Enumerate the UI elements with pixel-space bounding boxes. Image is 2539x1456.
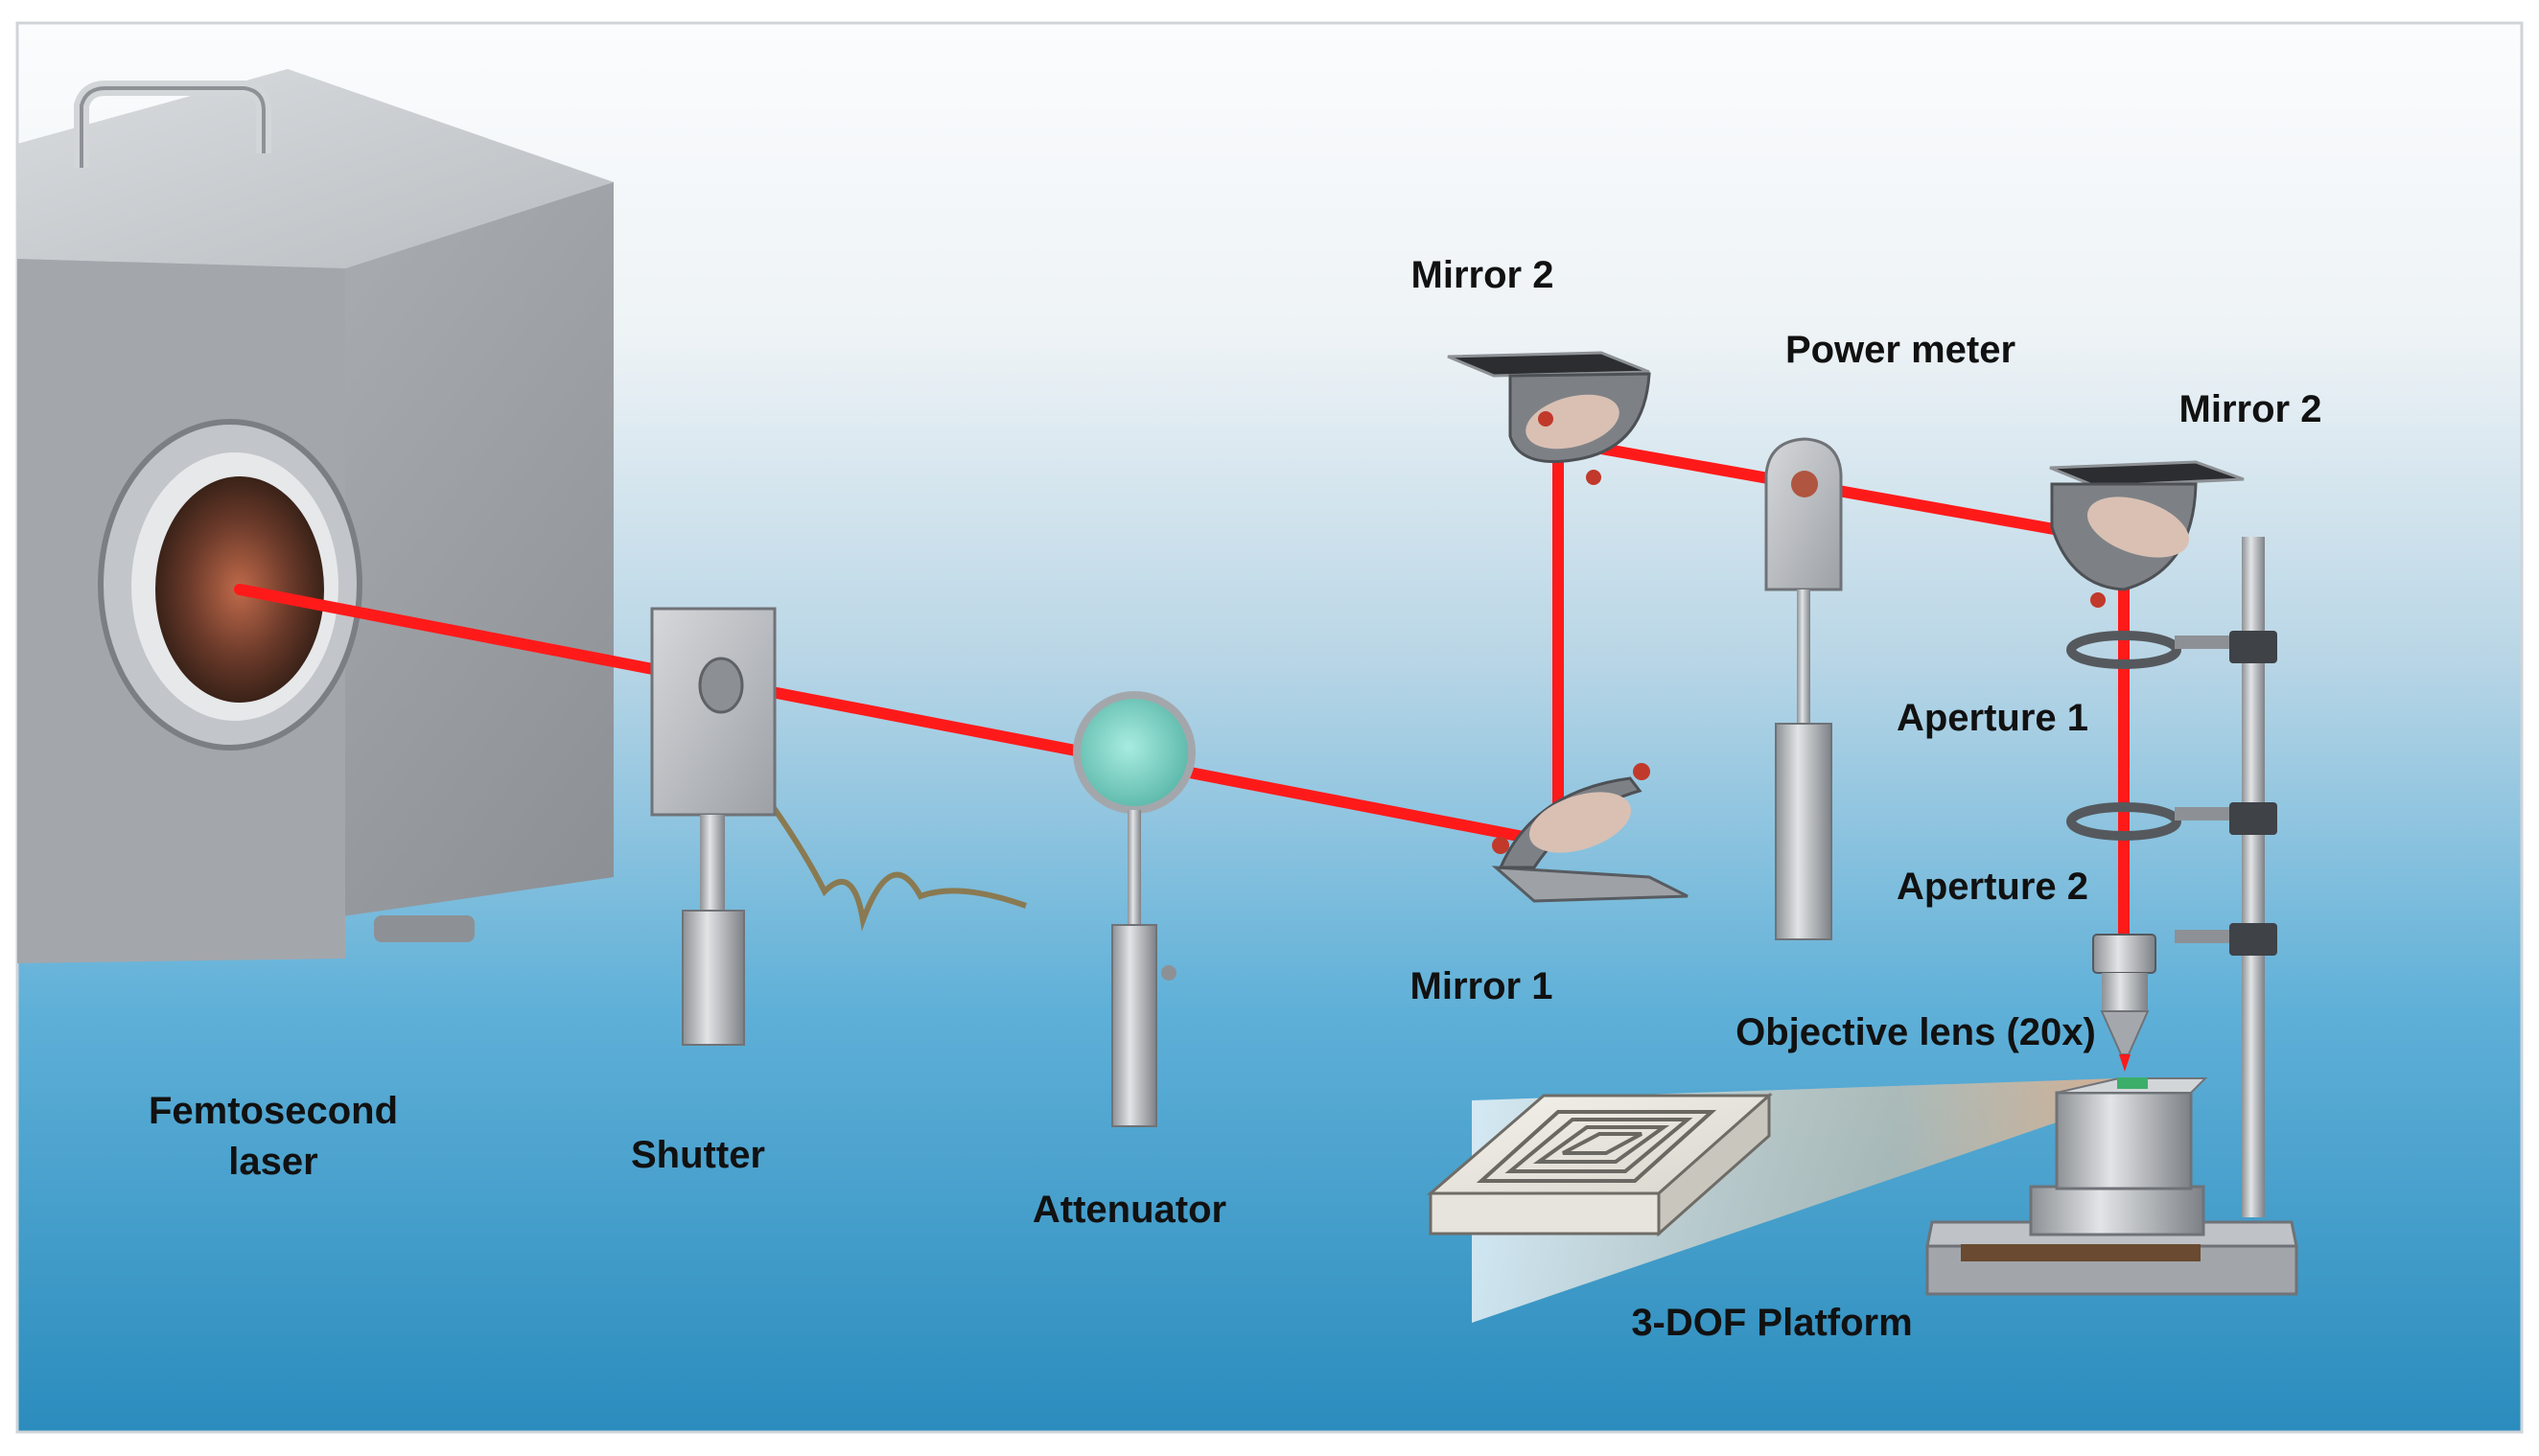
label-aperture-2: Aperture 2 [1897, 866, 2088, 908]
label-objective-lens: Objective lens (20x) [1735, 1011, 2096, 1053]
mirror-2-left [1447, 351, 1651, 485]
objective-focus [2119, 1054, 2131, 1072]
objective-lens [2092, 923, 2277, 1072]
objective-barrel [2102, 973, 2148, 1011]
mirror1-knob-1 [1492, 837, 1509, 854]
mirror2-left-knob-2 [1586, 470, 1601, 485]
shutter-aperture [698, 657, 744, 714]
mirror2-right-plate [2049, 460, 2245, 488]
attenuator-glass [1073, 691, 1196, 814]
sample-closeup [1426, 1092, 1773, 1237]
labels: Femtosecond laser Shutter Attenuator Mir… [149, 254, 2321, 1344]
laser-top-face [17, 69, 614, 268]
shutter [650, 607, 1028, 1046]
label-femtosecond-laser-line2: laser [228, 1141, 317, 1183]
power-meter-post-holder [1775, 723, 1832, 940]
label-power-meter: Power meter [1785, 329, 2015, 371]
sample-front [1429, 1191, 1661, 1236]
objective-collar [2092, 934, 2156, 974]
label-shutter: Shutter [631, 1134, 765, 1176]
mirror2-right-surface [2086, 497, 2190, 558]
sample-side [1657, 1092, 1771, 1237]
femtosecond-laser [17, 69, 614, 963]
mirror1-knob-2 [1633, 763, 1650, 780]
three-dof-platform [1925, 1077, 2298, 1296]
label-mirror-1: Mirror 1 [1410, 965, 1553, 1007]
attenuator [1073, 691, 1196, 1127]
platform-rail [1961, 1244, 2201, 1261]
label-mirror-2-left: Mirror 2 [1411, 254, 1554, 296]
label-3dof-platform: 3-DOF Platform [1631, 1302, 1912, 1344]
shutter-post-holder [682, 910, 745, 1046]
mirror2-left-surface [1526, 394, 1619, 450]
platform-column [2055, 1091, 2193, 1190]
mirror-2-right [2049, 460, 2245, 608]
mirror1-surface [1528, 792, 1632, 853]
platform-sample-chip [2117, 1077, 2148, 1089]
mirror1-base [1491, 866, 1689, 903]
beam-laser-to-mirror1 [234, 584, 1564, 849]
mirror2-left-knob-1 [1538, 411, 1553, 427]
power-meter-post [1797, 589, 1810, 724]
platform-mid-stage [2029, 1185, 2205, 1236]
laser-foot [374, 915, 475, 942]
power-meter-head [1764, 437, 1843, 591]
attenuator-post [1128, 810, 1141, 925]
label-femtosecond-laser-line1: Femtosecond [149, 1090, 398, 1132]
label-attenuator: Attenuator [1033, 1189, 1226, 1231]
mirror2-left-plate [1447, 351, 1650, 378]
label-mirror-2-right: Mirror 2 [2179, 388, 2322, 430]
mirror2-right-knob [2090, 592, 2106, 608]
attenuator-screw [1161, 965, 1176, 981]
shutter-cable [769, 803, 1028, 932]
aperture-rod-assembly [2066, 537, 2277, 1217]
power-meter [1764, 437, 1843, 940]
label-aperture-1: Aperture 1 [1897, 697, 2088, 739]
attenuator-post-holder [1111, 924, 1157, 1127]
mirror-1 [1491, 763, 1689, 903]
sample-pattern [1476, 1110, 1717, 1183]
shutter-post [700, 815, 725, 911]
aperture-1 [2066, 631, 2277, 669]
power-meter-sensor [1791, 471, 1818, 497]
aperture-2 [2066, 802, 2277, 841]
